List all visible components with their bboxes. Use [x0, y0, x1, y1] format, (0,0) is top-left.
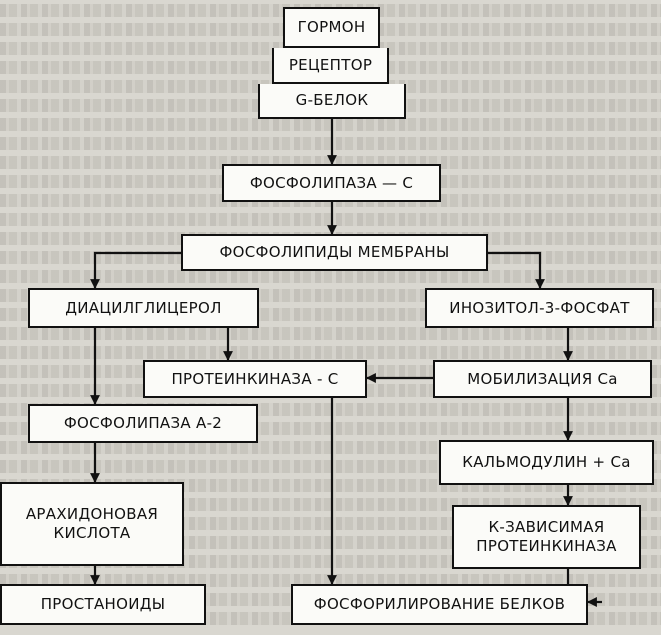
calmodulin-ca-box: КАЛЬМОДУЛИН + Са: [439, 440, 654, 485]
arachidonic-acid-box: АРАХИДОНОВАЯ КИСЛОТА: [0, 482, 184, 566]
receptor-label: РЕЦЕПТОР: [288, 55, 373, 74]
protein-kinase-c-box: ПРОТЕИНКИНАЗА - С: [143, 360, 367, 398]
g-protein-box: G-БЕЛОК: [258, 84, 406, 119]
protein-kinase-c-label: ПРОТЕИНКИНАЗА - С: [171, 369, 339, 388]
g-protein-label: G-БЕЛОК: [295, 91, 369, 109]
membrane-phospholipids-box: ФОСФОЛИПИДЫ МЕМБРАНЫ: [181, 234, 488, 271]
ca-mobilization-box: МОБИЛИЗАЦИЯ Са: [433, 360, 652, 398]
arrow-membrane-to-ip3: [487, 251, 545, 289]
hormone-label: ГОРМОН: [297, 18, 366, 36]
membrane-phospholipids-label: ФОСФОЛИПИДЫ МЕМБРАНЫ: [219, 243, 450, 261]
phospholipase-c-label: ФОСФОЛИПАЗА — С: [249, 173, 414, 192]
protein-phosphorylation-label: ФОСФОРИЛИРОВАНИЕ БЕЛКОВ: [313, 595, 566, 613]
k-dependent-protein-kinase-label: К-ЗАВИСИМАЯ ПРОТЕИНКИНАЗА: [476, 518, 617, 555]
arrow-membrane-to-dag: [90, 251, 182, 289]
calmodulin-ca-label: КАЛЬМОДУЛИН + Са: [462, 453, 631, 471]
phospholipase-c-box: ФОСФОЛИПАЗА — С: [222, 164, 441, 202]
arachidonic-acid-label: АРАХИДОНОВАЯ КИСЛОТА: [25, 505, 159, 542]
phospholipase-a2-box: ФОСФОЛИПАЗА А-2: [28, 404, 258, 443]
inositol-3-phosphate-box: ИНОЗИТОЛ-3-ФОСФАТ: [425, 288, 654, 328]
diacylglycerol-label: ДИАЦИЛГЛИЦЕРОЛ: [65, 298, 222, 317]
protein-phosphorylation-box: ФОСФОРИЛИРОВАНИЕ БЕЛКОВ: [291, 584, 588, 625]
ca-mobilization-label: МОБИЛИЗАЦИЯ Са: [467, 369, 618, 388]
hormone-box: ГОРМОН: [283, 7, 380, 48]
phospholipase-a2-label: ФОСФОЛИПАЗА А-2: [63, 414, 223, 432]
k-dependent-protein-kinase-box: К-ЗАВИСИМАЯ ПРОТЕИНКИНАЗА: [452, 505, 641, 569]
prostanoids-label: ПРОСТАНОИДЫ: [40, 595, 166, 613]
prostanoids-box: ПРОСТАНОИДЫ: [0, 584, 206, 625]
receptor-box: РЕЦЕПТОР: [272, 48, 389, 84]
inositol-3-phosphate-label: ИНОЗИТОЛ-3-ФОСФАТ: [449, 298, 630, 317]
diacylglycerol-box: ДИАЦИЛГЛИЦЕРОЛ: [28, 288, 259, 328]
